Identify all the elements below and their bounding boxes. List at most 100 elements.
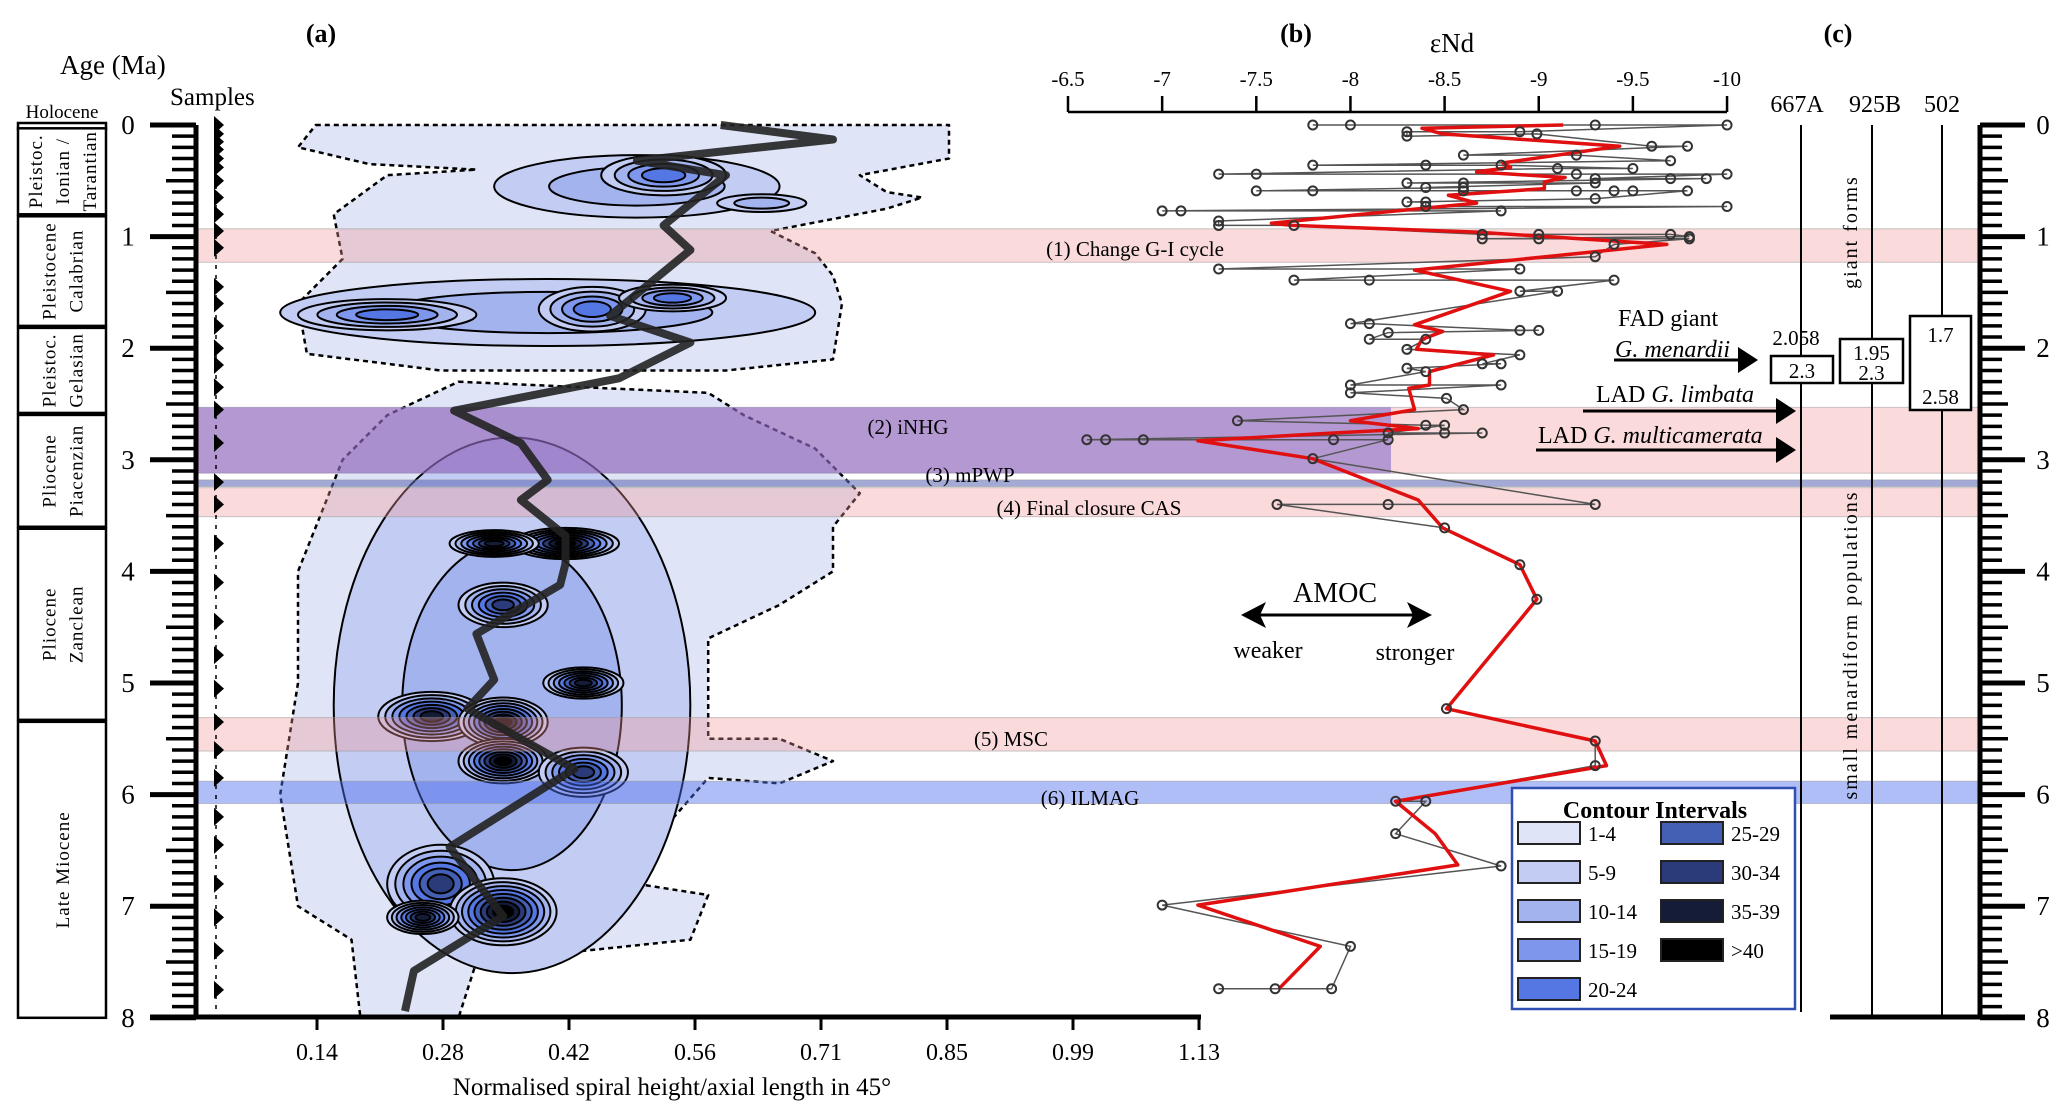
end-data-point [1570, 168, 1582, 180]
geo-label: Late Miocene [53, 811, 74, 928]
end-data-point [1495, 379, 1507, 391]
contour-level-7 [573, 678, 593, 688]
age-tick-label-right: 2 [2036, 333, 2050, 363]
event-label: (6) ILMAG [1041, 786, 1140, 810]
end-data-point [1307, 453, 1319, 465]
end-data-point [1401, 130, 1413, 142]
end-data-point [1533, 233, 1545, 245]
end-data-point [1307, 159, 1319, 171]
age-tick-label-right: 0 [2036, 110, 2050, 140]
end-data-point [1440, 703, 1452, 715]
legend-swatch [1517, 860, 1581, 884]
end-data-point [1514, 559, 1526, 571]
lad-prefix: LAD [1538, 423, 1593, 449]
sample-marker-icon [214, 495, 224, 514]
legend-item-label: 25-29 [1731, 822, 1780, 846]
end-data-point [1401, 177, 1413, 189]
end-data-point [1495, 358, 1507, 370]
range-box-925B [1838, 337, 1905, 385]
sample-marker-icon [214, 238, 224, 257]
sample-marker-icon [214, 534, 224, 553]
arrow-head-icon [1738, 347, 1758, 373]
end-tick-label: -10 [1713, 67, 1741, 91]
legend-item-label: >40 [1731, 939, 1764, 963]
end-data-point [1589, 251, 1601, 263]
x-tick-label: 0.56 [674, 1040, 716, 1066]
end-data-point [1589, 177, 1601, 189]
age-tick-label-right: 3 [2036, 445, 2050, 475]
range-top-value: 2.058 [1772, 326, 1819, 350]
end-tick-label: -7.5 [1240, 67, 1273, 91]
end-data-point [1476, 358, 1488, 370]
geo-label: Tarantian [80, 131, 101, 211]
age-tick-label-left: 6 [121, 780, 135, 810]
end-data-point [1213, 983, 1225, 995]
end-data-point [1420, 333, 1432, 345]
end-data-point [1457, 404, 1469, 416]
end-data-point [1326, 983, 1338, 995]
lad-species: G. limbata [1651, 382, 1754, 408]
end-tick-label: -8 [1342, 67, 1360, 91]
range-bottom-value: 2.58 [1922, 385, 1959, 409]
legend-item-label: 35-39 [1731, 900, 1780, 924]
end-data-point [1081, 434, 1093, 446]
sample-marker-icon [214, 316, 224, 335]
age-tick-label-right: 7 [2036, 891, 2050, 921]
lad-prefix: LAD [1596, 382, 1651, 408]
amoc-label: AMOC [1293, 578, 1377, 609]
end-data-point [1514, 349, 1526, 361]
event-label: (1) Change G-I cycle [1046, 237, 1224, 261]
legend-item-label: 5-9 [1588, 861, 1616, 885]
end-data-point [1457, 181, 1469, 193]
geo-label: Calabrian [67, 230, 88, 313]
end-data-point [1250, 168, 1262, 180]
geo-label: Pleistoc. [40, 333, 61, 407]
end-data-point [1457, 177, 1469, 189]
end-data-point [1665, 173, 1677, 185]
range-top-value: 1.7 [1927, 323, 1953, 347]
geo-label: Pleistocene [40, 222, 61, 320]
end-data-point [1344, 119, 1356, 131]
end-data-point [1514, 324, 1526, 336]
end-data-point [1288, 219, 1300, 231]
end-data-point [1627, 163, 1639, 175]
end-data-point [1420, 159, 1432, 171]
geo-label: Pliocene [40, 434, 61, 507]
event-band [195, 487, 1981, 518]
geo-unit-late-miocene [16, 720, 108, 1020]
end-data-point [1682, 140, 1694, 152]
end-tick-label: -9 [1530, 67, 1548, 91]
end-data-point [1514, 285, 1526, 297]
sample-marker-icon [214, 378, 224, 397]
range-bottom-value: 2.3 [1858, 361, 1884, 385]
arrow-head-icon [1776, 437, 1796, 463]
geo-label: Pliocene [40, 588, 61, 661]
range-bottom-value: 2.3 [1789, 359, 1815, 383]
legend-item-label: 20-24 [1588, 978, 1637, 1002]
legend-swatch [1660, 938, 1724, 962]
end-data-point [1328, 434, 1340, 446]
legend-swatch [1517, 938, 1581, 962]
legend-swatch [1660, 860, 1724, 884]
fad-label: FAD giant [1618, 306, 1719, 332]
end-data-point [1476, 228, 1488, 240]
sample-marker-icon [214, 277, 224, 296]
geo-unit-pliocene-piacenzian [16, 413, 108, 529]
legend-item-label: 15-19 [1588, 939, 1637, 963]
contour-legend: Contour Intervals1-45-910-1415-1920-2425… [1510, 786, 1797, 1011]
sample-marker-icon [214, 573, 224, 592]
legend-swatch [1517, 977, 1581, 1001]
panel-label-b: (b) [1280, 19, 1312, 48]
mean-ratio-line [401, 121, 837, 1012]
legend-item-label: 10-14 [1588, 900, 1637, 924]
end-data-point [1344, 387, 1356, 399]
end-data-point [1344, 379, 1356, 391]
end-data-point [1589, 498, 1601, 510]
end-tick-label: -8.5 [1428, 67, 1461, 91]
contour-level-6 [426, 873, 455, 895]
geo-label: Piacenzian [67, 425, 88, 517]
sample-marker-icon [214, 768, 224, 787]
age-tick-label-left: 5 [121, 668, 135, 698]
legend-swatch [1660, 899, 1724, 923]
